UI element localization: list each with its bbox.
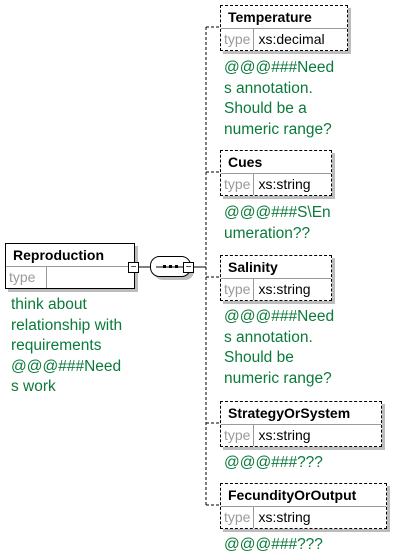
child-type-key: type <box>221 279 255 300</box>
child-annotation-cues: @@@###S\En umeration?? <box>224 204 331 242</box>
child-type-value: xs:string <box>258 427 311 443</box>
root-annotation: think about relationship with requiremen… <box>11 296 123 395</box>
child-type-key: type <box>221 425 255 446</box>
child-type-key: type <box>221 174 255 195</box>
root-element-name: Reproduction <box>6 244 134 267</box>
child-annotation-salinity: @@@###Need s annotation. Should be numer… <box>224 308 335 387</box>
child-annotation-fecundityoroutput: @@@###??? <box>224 536 323 553</box>
child-type-key: type <box>221 507 255 528</box>
root-type-value <box>47 267 51 288</box>
child-element-box-salinity[interactable]: Salinity type xs:string <box>220 255 332 301</box>
child-annotation-temperature: @@@###Need s annotation. Should be a num… <box>224 59 335 138</box>
child-element-box-temperature[interactable]: Temperature type xs:decimal <box>220 5 348 51</box>
compositor-expand-toggle[interactable]: − <box>183 262 194 273</box>
child-element-name: Salinity <box>221 256 331 279</box>
child-element-name: FecundityOrOutput <box>221 484 386 507</box>
child-element-name: Temperature <box>221 6 347 29</box>
child-element-box-cues[interactable]: Cues type xs:string <box>220 150 332 196</box>
child-type-value: xs:string <box>258 509 311 525</box>
child-element-box-strategyorsystem[interactable]: StrategyOrSystem type xs:string <box>220 401 382 447</box>
child-element-name: StrategyOrSystem <box>221 402 381 425</box>
child-annotation-strategyorsystem: @@@###??? <box>224 454 323 471</box>
root-type-key: type <box>6 267 47 288</box>
child-element-box-fecundityoroutput[interactable]: FecundityOrOutput type xs:string <box>220 483 387 529</box>
child-type-key: type <box>221 29 255 50</box>
root-expand-toggle[interactable]: − <box>128 262 139 273</box>
child-type-value: xs:string <box>258 176 311 192</box>
child-type-value: xs:string <box>258 281 311 297</box>
root-element-box[interactable]: Reproduction type <box>5 243 135 289</box>
child-element-name: Cues <box>221 151 331 174</box>
child-type-value: xs:decimal <box>258 31 325 47</box>
